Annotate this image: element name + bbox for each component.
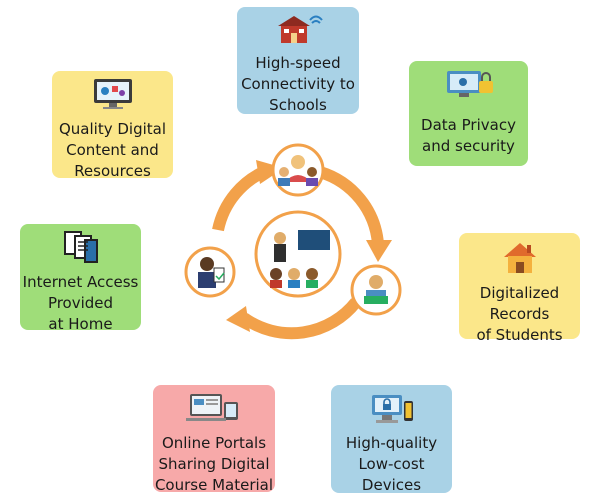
teacher-circle-icon <box>254 210 342 298</box>
house-icon <box>500 239 540 281</box>
node-connectivity: High-speed Connectivity to Schools <box>237 7 359 114</box>
arrow-segment-bottom <box>240 298 361 340</box>
node-records: Digitalized Records of Students <box>459 233 580 344</box>
node-connectivity-label: High-speed Connectivity to Schools <box>241 54 355 114</box>
node-records-label: Digitalized Records of Students <box>476 284 563 344</box>
digital-content-icon <box>90 77 136 117</box>
node-portals-label: Online Portals Sharing Digital Course Ma… <box>154 434 274 494</box>
devices-icon <box>368 391 416 431</box>
graduate-circle-icon <box>184 246 236 298</box>
node-devices-label: High-quality Low-cost Devices <box>345 434 438 494</box>
node-content: Quality Digital Content and Resources <box>52 71 173 180</box>
node-content-label: Quality Digital Content and Resources <box>58 120 166 180</box>
arrow-head-bottom <box>226 306 250 332</box>
students-circle-icon <box>271 143 325 197</box>
school-wifi-icon <box>273 13 323 51</box>
node-internet-label: Internet Access Provided at Home <box>22 273 139 333</box>
node-portals: Online Portals Sharing Digital Course Ma… <box>153 385 275 494</box>
node-privacy: Data Privacy and security <box>409 61 528 166</box>
arrow-head-right <box>366 240 392 262</box>
node-devices: High-quality Low-cost Devices <box>331 385 452 494</box>
data-security-icon <box>441 67 497 107</box>
reader-circle-icon <box>350 264 402 316</box>
node-internet: Internet Access Provided at Home <box>20 224 141 333</box>
arrow-segment-right <box>318 166 384 245</box>
documents-icon <box>59 230 103 270</box>
cycle-diagram <box>184 143 402 340</box>
online-portal-icon <box>184 391 244 431</box>
node-privacy-label: Data Privacy and security <box>421 116 516 155</box>
